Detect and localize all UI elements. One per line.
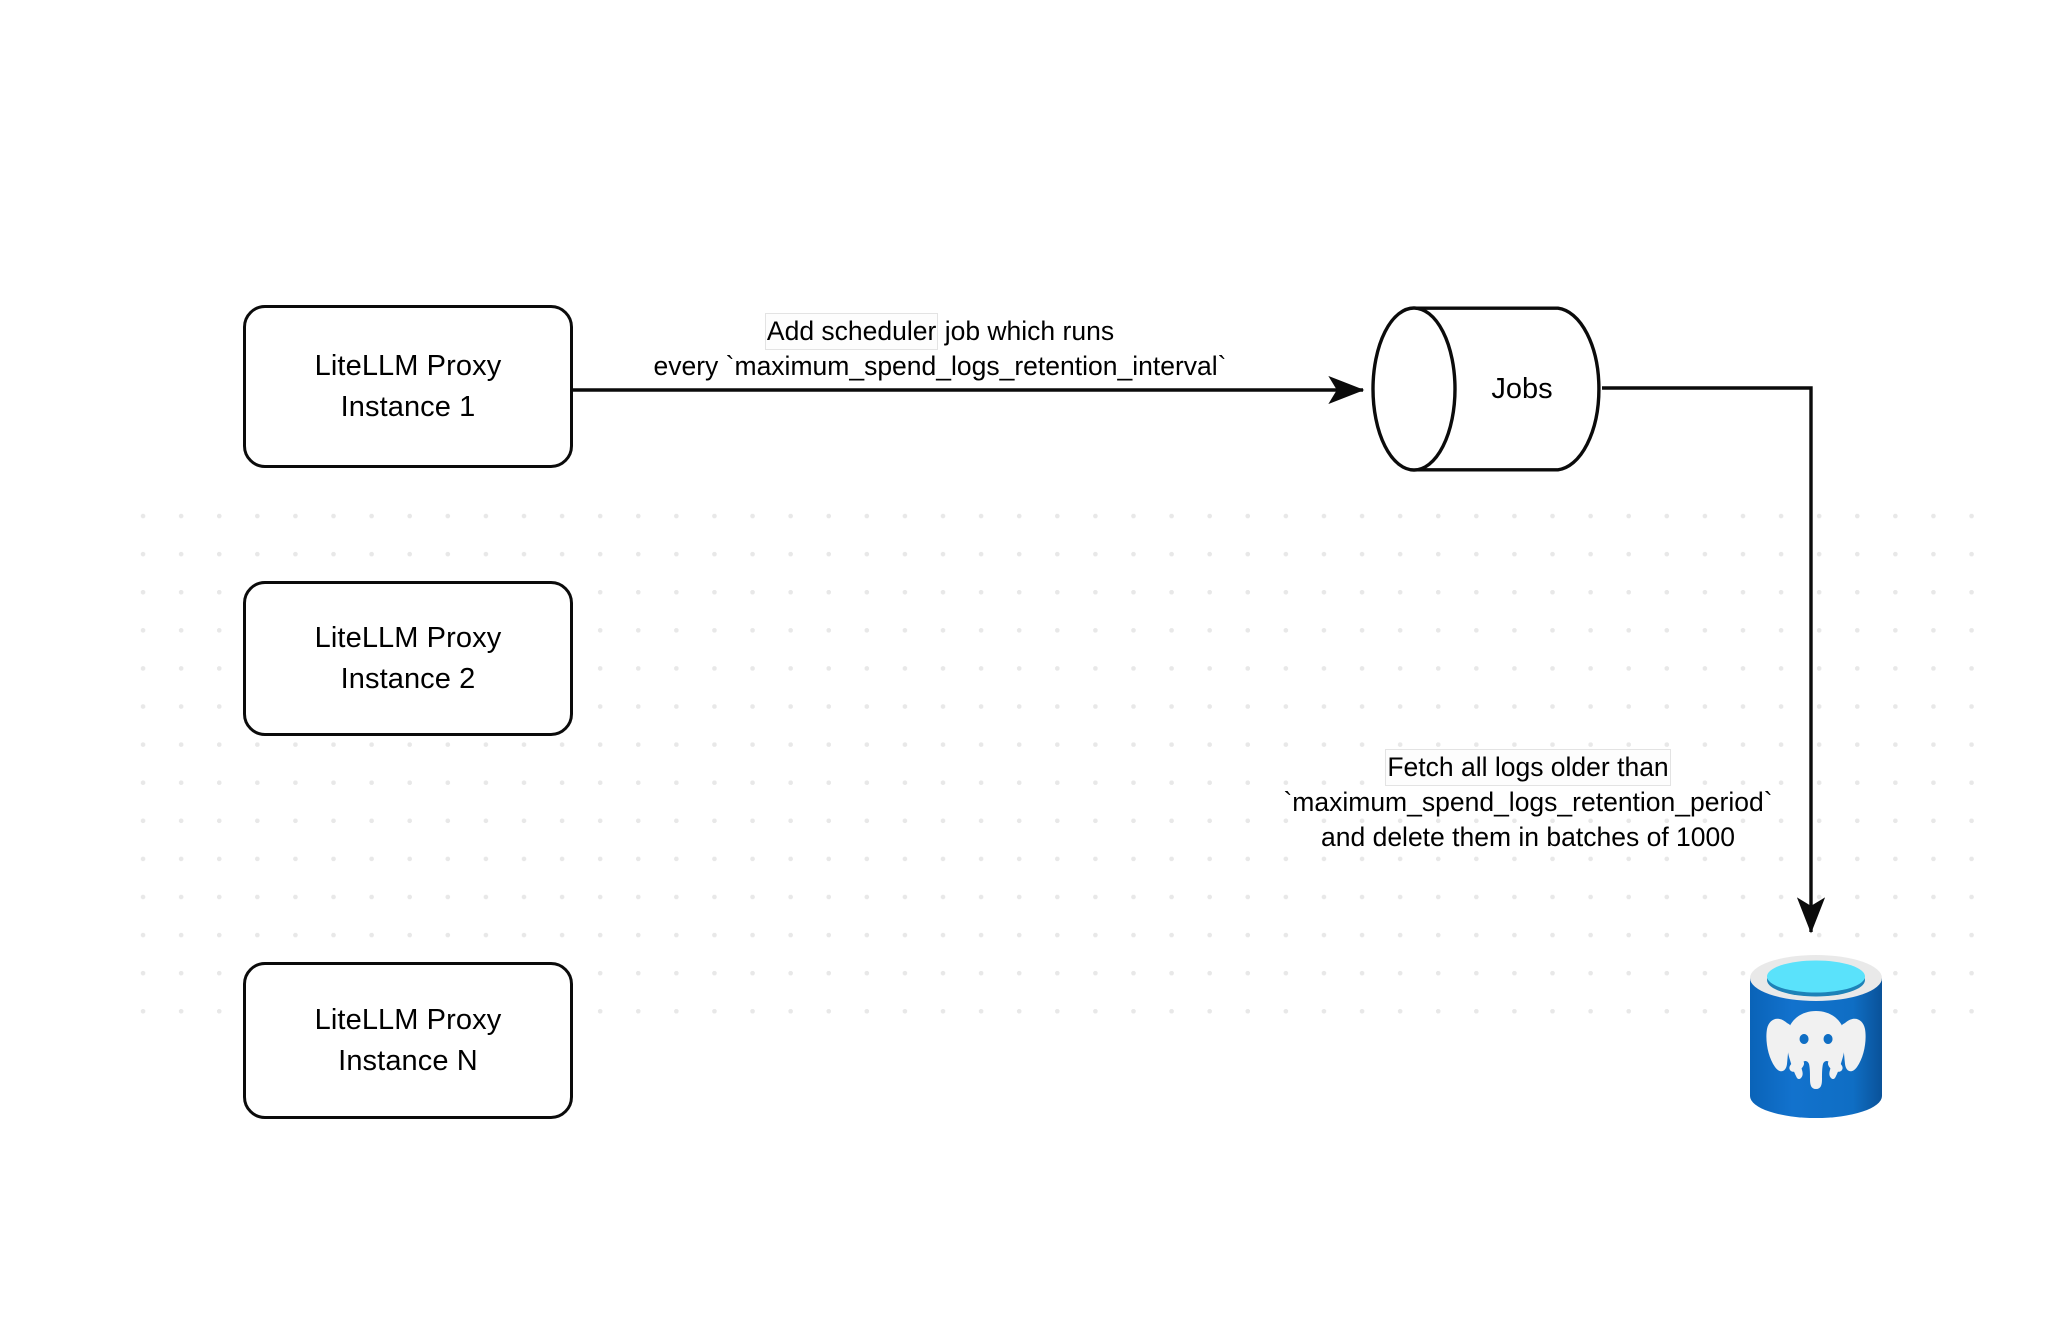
node-postgres-database[interactable]	[1744, 948, 1888, 1124]
edge-label-line-1-rest: job which runs	[937, 316, 1115, 346]
node-label: LiteLLM Proxy Instance 1	[314, 350, 502, 423]
edge-label-line-1: Fetch all logs older than	[1248, 750, 1808, 786]
edge-label-highlight: Add scheduler	[765, 314, 938, 350]
edge-label-line-3: and delete them in batches of 1000	[1321, 822, 1735, 853]
edge-label-highlight: Fetch all logs older than	[1386, 750, 1670, 786]
postgresql-elephant-icon	[1750, 955, 1882, 1118]
node-litellm-proxy-instance-1[interactable]: LiteLLM Proxy Instance 1	[243, 305, 573, 468]
node-label: LiteLLM Proxy Instance 2	[314, 622, 502, 695]
jobs-cylinder-shape	[1371, 306, 1601, 472]
edge-label-scheduler: Add scheduler job which runs every `maxi…	[600, 314, 1280, 384]
node-jobs-queue[interactable]: Jobs	[1370, 305, 1602, 473]
node-label: LiteLLM Proxy Instance N	[314, 1004, 502, 1077]
edge-label-line-2: every `maximum_spend_logs_retention_inte…	[653, 351, 1227, 382]
jobs-node-label: Jobs	[1491, 372, 1553, 405]
node-litellm-proxy-instance-n[interactable]: LiteLLM Proxy Instance N	[243, 962, 573, 1119]
edge-label-cleanup: Fetch all logs older than `maximum_spend…	[1248, 750, 1808, 856]
edge-label-line-2: `maximum_spend_logs_retention_period`	[1283, 787, 1773, 818]
edge-label-line-1: Add scheduler job which runs	[600, 314, 1280, 350]
node-litellm-proxy-instance-2[interactable]: LiteLLM Proxy Instance 2	[243, 581, 573, 736]
